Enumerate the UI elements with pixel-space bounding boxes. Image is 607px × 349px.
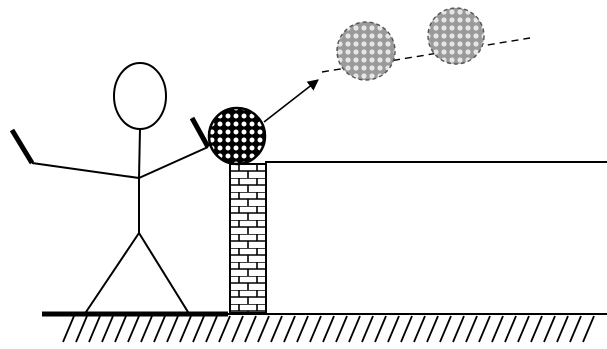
figure-left-hand [9,128,35,165]
ground-hatch-line [491,315,504,343]
stick-figure [9,62,211,313]
ground-hatch-line [439,315,452,343]
brick-wall [229,163,267,314]
ground-hatch-line [400,315,413,343]
ground-hatch-line [556,315,569,343]
raised-platform [265,161,607,312]
ground-hatch-line [283,315,296,343]
figure-head [113,62,167,130]
ground-hatch-line [387,315,400,343]
ground-hatching [62,315,595,343]
ground-hatch-line [101,315,114,343]
trajectory-arrow [263,79,319,123]
ground-hatch-line [75,315,88,343]
ground-hatch-line [257,315,270,343]
figure-neck [138,128,141,179]
ground-hatch-line [543,315,556,343]
ground-hatch-line [166,315,179,343]
ground-hatch-line [452,315,465,343]
ground-hatch-line [335,315,348,343]
ground-hatch-line [140,315,153,343]
ground [42,311,607,343]
figure-right-arm [138,146,209,179]
ball-ghost [336,21,396,81]
figure-right-hand [189,116,211,149]
ground-hatch-line [478,315,491,343]
ground-hatch-line [192,315,205,343]
ground-hatch-line [88,315,101,343]
ground-hatch-line [114,315,127,343]
figure-right-leg [138,232,189,313]
ground-hatch-line [348,315,361,343]
ground-hatch-line [426,315,439,343]
ground-hatch-line [62,315,75,343]
ground-hatch-line [517,315,530,343]
ground-hatch-line [244,315,257,343]
ground-hatch-line [218,315,231,343]
ball [207,106,267,166]
ground-hatch-line [205,315,218,343]
ground-hatch-line [374,315,387,343]
figure-left-leg [85,232,140,313]
trajectory [263,37,531,123]
ground-hatch-line [309,315,322,343]
ground-hatch-line [231,315,244,343]
ground-hatch-line [296,315,309,343]
ground-hatch-line [127,315,140,343]
ground-hatch-line [504,315,517,343]
ground-hatch-line [465,315,478,343]
ball-ghost [427,7,485,65]
ground-hatch-line [361,315,374,343]
ground-hatch-line [179,315,192,343]
figure-left-arm [31,162,140,179]
ground-hatch-line [270,315,283,343]
ground-hatch-line [153,315,166,343]
ground-hatch-line [413,315,426,343]
ground-hatch-line [322,315,335,343]
ground-hatch-line [582,315,595,343]
ground-hatch-line [569,315,582,343]
ground-hatch-line [530,315,543,343]
